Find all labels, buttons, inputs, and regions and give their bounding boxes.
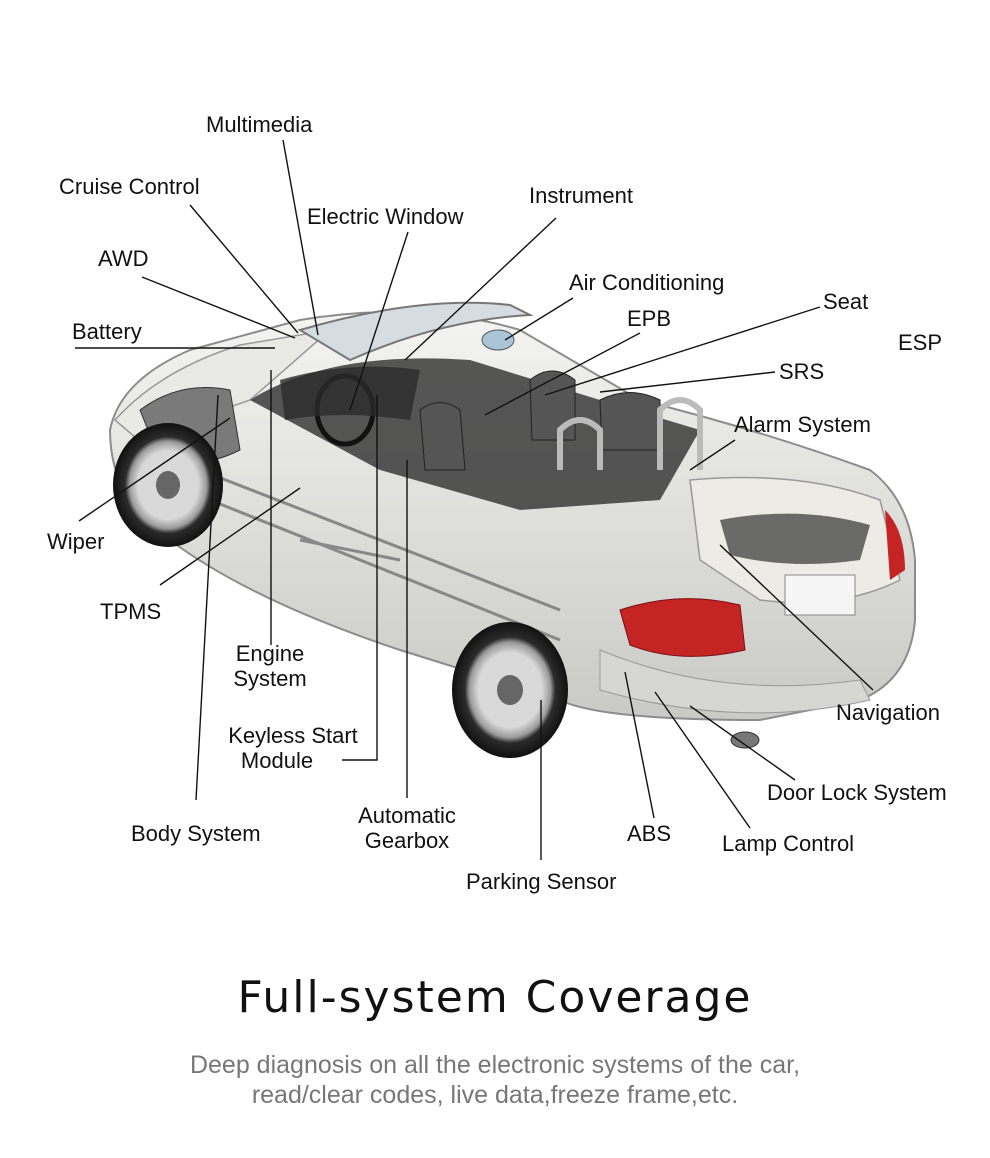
label-keyless-line1: Keyless Start [228, 723, 358, 748]
rear-bumper [599, 649, 871, 714]
leader-lines [75, 139, 874, 860]
label-tpms: TPMS [100, 599, 162, 624]
label-navigation: Navigation [836, 700, 940, 725]
label-air-conditioning: Air Conditioning [569, 270, 725, 295]
exhaust-pipe [730, 731, 760, 749]
label-keyless-start-module: Keyless Start Module [212, 723, 374, 773]
dashboard [280, 366, 420, 420]
front-seat-left [419, 402, 466, 471]
label-lamp-control: Lamp Control [722, 831, 855, 856]
label-esp: ESP [898, 330, 943, 355]
front-seat-right [529, 370, 576, 441]
rollbar-2 [657, 397, 703, 470]
label-wiper: Wiper [47, 529, 105, 554]
rear-seat [599, 392, 661, 451]
label-engine-system: Engine System [220, 641, 320, 691]
label-awd: AWD [98, 246, 149, 271]
car-systems-diagram: Multimedia Cruise Control Electric Windo… [47, 112, 947, 894]
label-automatic-gearbox: Automatic Gearbox [342, 803, 472, 853]
label-cruise-control: Cruise Control [59, 174, 200, 199]
windshield-frame [297, 301, 534, 362]
label-body-system: Body System [131, 821, 261, 846]
trunk-lid-inner [720, 513, 870, 564]
label-instrument: Instrument [529, 183, 633, 208]
label-engine-system-line1: Engine [235, 641, 305, 666]
label-engine-system-line2: System [233, 666, 307, 691]
license-plate [784, 574, 856, 616]
label-epb: EPB [627, 306, 672, 331]
side-mirror [481, 329, 515, 351]
rollbar [557, 417, 603, 470]
label-seat: Seat [823, 289, 869, 314]
label-multimedia: Multimedia [206, 112, 313, 137]
page-title: Full-system Coverage [237, 972, 753, 1023]
chassis-frame [199, 468, 561, 642]
tail-light-left [619, 598, 746, 657]
label-srs: SRS [779, 359, 825, 384]
label-gearbox-line2: Gearbox [364, 828, 450, 853]
label-gearbox-line1: Automatic [358, 803, 456, 828]
description-line-2: read/clear codes, live data,freeze frame… [251, 1081, 739, 1109]
page-description: Deep diagnosis on all the electronic sys… [0, 1050, 990, 1110]
rear-wheel-hub [497, 675, 523, 705]
label-alarm-system: Alarm System [734, 412, 871, 437]
label-abs: ABS [627, 821, 672, 846]
label-battery: Battery [72, 319, 142, 344]
car-illustration [75, 139, 916, 860]
tail-light-right [885, 510, 905, 580]
description-line-1: Deep diagnosis on all the electronic sys… [189, 1051, 801, 1079]
front-wheel-hub [156, 471, 180, 499]
label-parking-sensor: Parking Sensor [466, 869, 617, 894]
label-door-lock-system: Door Lock System [767, 780, 947, 805]
label-electric-window: Electric Window [307, 204, 464, 229]
label-keyless-line2: Module [240, 748, 314, 773]
